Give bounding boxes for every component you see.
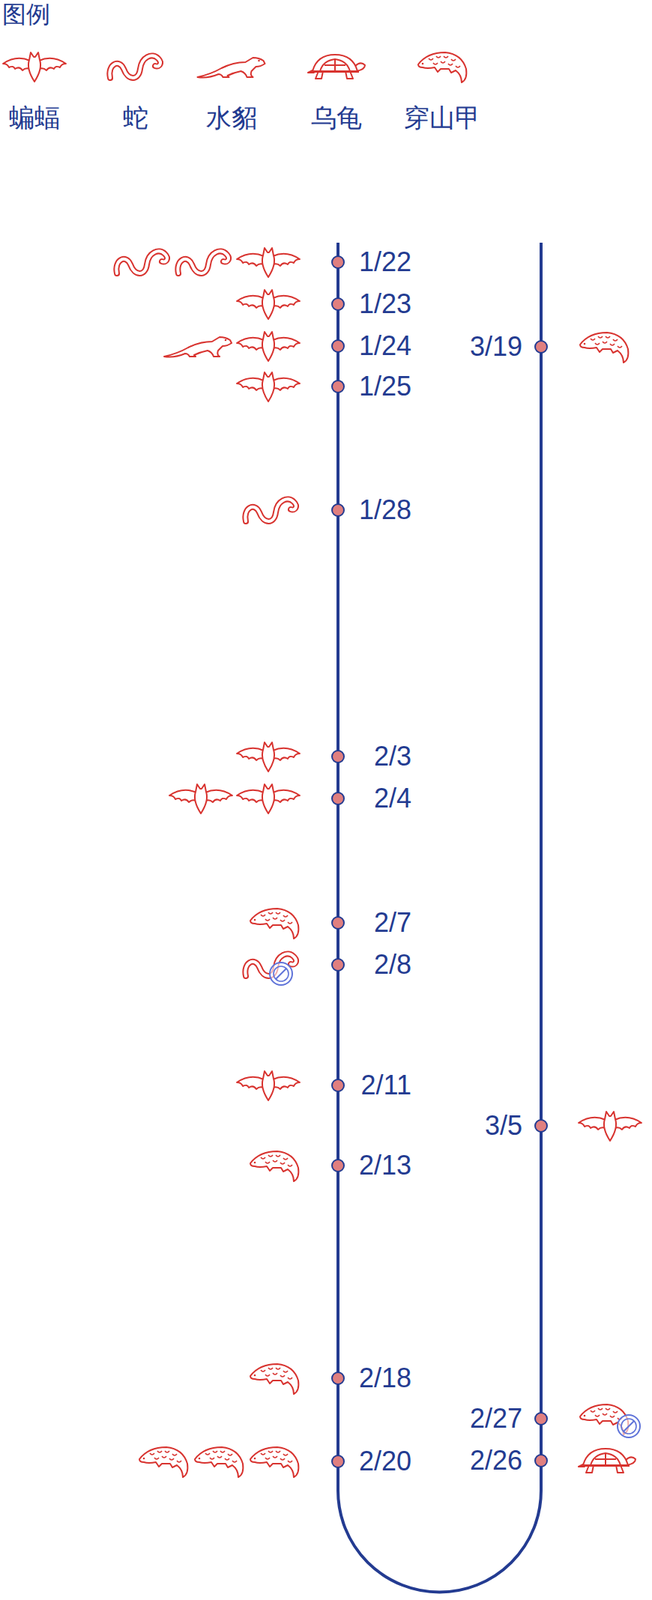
date-label: 2/8 [373, 951, 412, 979]
bat-icon [236, 742, 300, 772]
bat-icon [169, 784, 233, 814]
bat-icon [236, 290, 300, 320]
ban-icon [269, 963, 293, 986]
pangolin-icon [418, 52, 467, 83]
pangolin-icon [139, 1447, 188, 1478]
bat-icon [236, 1071, 300, 1101]
date-label: 2/11 [361, 1072, 412, 1100]
legend-label: 穿山甲 [403, 104, 481, 131]
snake-icon [177, 251, 229, 274]
date-label: 2/18 [358, 1365, 412, 1393]
date-label: 2/20 [358, 1448, 412, 1476]
legend-heading: 图例 [2, 2, 51, 27]
timeline-dot [331, 959, 344, 972]
pangolin-icon [194, 1447, 243, 1478]
pangolin-icon [580, 332, 629, 363]
date-label: 1/22 [358, 248, 412, 276]
timeline-dot [331, 340, 344, 353]
pangolin-icon [250, 1447, 299, 1478]
timeline-dot [535, 1120, 548, 1133]
date-label: 2/13 [358, 1152, 412, 1180]
pangolin-icon [250, 1151, 299, 1182]
legend-label: 乌龟 [311, 104, 362, 131]
bat-icon [2, 52, 66, 82]
turtle-icon [578, 1449, 636, 1474]
bat-icon [236, 331, 300, 362]
date-label: 2/27 [469, 1405, 523, 1433]
date-label: 1/24 [358, 332, 412, 360]
timeline-dot [535, 1455, 548, 1468]
timeline-dot [331, 504, 344, 517]
date-label: 1/25 [358, 373, 412, 401]
snake-icon [116, 251, 168, 274]
legend-label: 蝙蝠 [8, 104, 60, 131]
date-label: 2/4 [373, 785, 412, 813]
bat-icon [236, 248, 300, 278]
timeline-dot [331, 298, 344, 311]
date-label: 2/7 [373, 909, 412, 937]
timeline-dot [331, 1456, 344, 1469]
pangolin-icon [250, 1364, 299, 1395]
bat-icon [236, 372, 300, 402]
timeline-dot [535, 1413, 548, 1426]
date-label: 1/23 [358, 290, 412, 318]
timeline-dot [331, 380, 344, 393]
legend-label: 蛇 [122, 104, 149, 131]
date-label: 3/5 [484, 1112, 523, 1140]
date-label: 2/26 [469, 1447, 523, 1475]
mink-icon [164, 337, 232, 358]
timeline-dot [331, 1372, 344, 1385]
snake-icon [109, 55, 161, 78]
timeline-dot [331, 1160, 344, 1173]
timeline-dot [331, 792, 344, 805]
timeline-dot [331, 256, 344, 269]
mink-icon [197, 57, 266, 78]
bat-icon [236, 784, 300, 814]
date-label: 1/28 [358, 496, 412, 524]
timeline-track [337, 242, 542, 1594]
date-label: 2/3 [373, 743, 412, 771]
legend-label: 水貂 [206, 104, 258, 131]
pangolin-icon [250, 909, 299, 940]
date-label: 3/19 [469, 333, 523, 361]
timeline-dot [331, 1079, 344, 1092]
turtle-icon [308, 54, 365, 79]
timeline-dot [331, 750, 344, 763]
bat-icon [578, 1112, 642, 1142]
timeline-dot [535, 340, 548, 353]
timeline-dot [331, 917, 344, 930]
ban-icon [617, 1415, 641, 1439]
snake-icon [245, 499, 297, 522]
